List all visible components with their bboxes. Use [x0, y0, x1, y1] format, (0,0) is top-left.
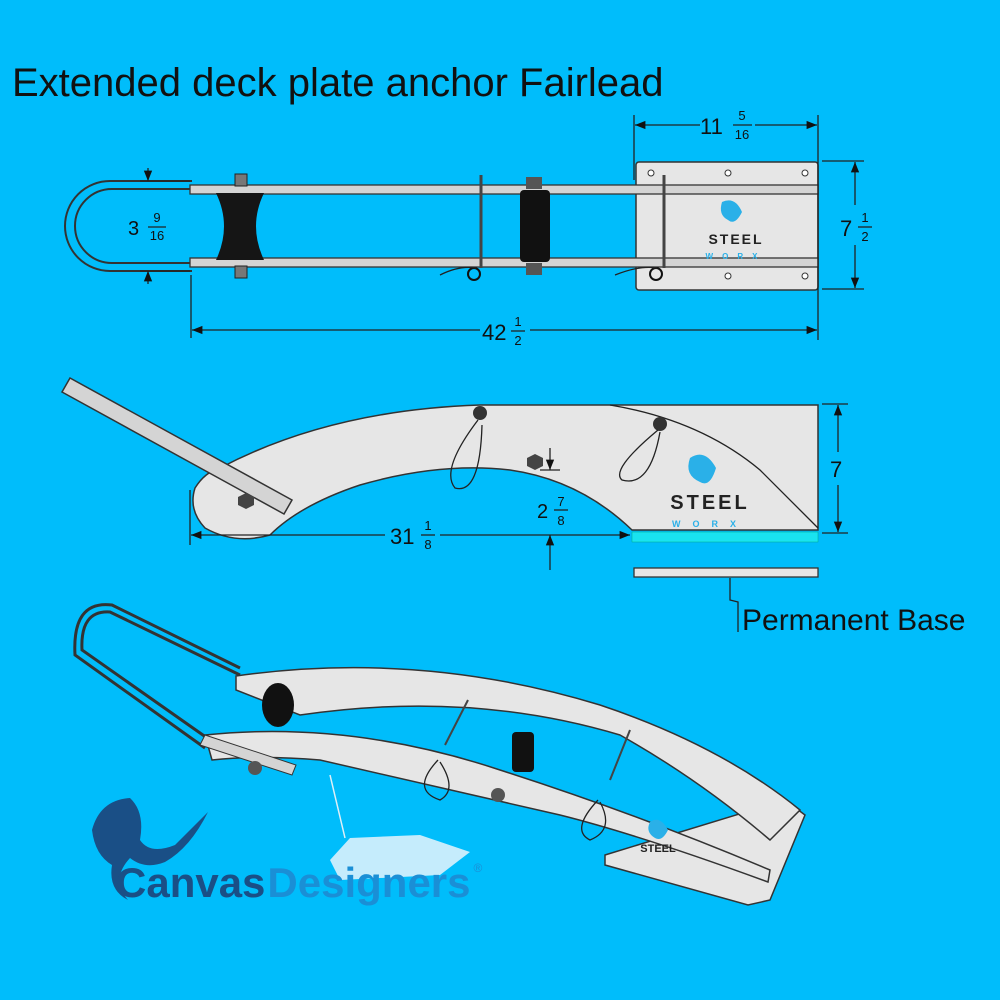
brand-line1-iso: STEEL — [640, 843, 676, 855]
dim-plate-width-whole: 7 — [840, 216, 852, 241]
lanyard — [450, 419, 661, 490]
dim-overall-num: 1 — [514, 314, 521, 329]
dim-side-length-num: 1 — [424, 518, 431, 533]
page-title: Extended deck plate anchor Fairlead — [12, 61, 664, 105]
dim-plate-length-den: 16 — [735, 127, 749, 142]
dim-width-whole: 3 — [128, 218, 139, 240]
nut-upper — [234, 173, 248, 187]
brand-line2-side: WORX — [672, 519, 748, 529]
permanent-base-label: Permanent Base — [742, 604, 965, 637]
steelworx-logo-iso: STEEL — [640, 819, 676, 855]
brand-line2-top: WORX — [706, 252, 767, 261]
base-highlight — [631, 531, 819, 543]
dim-width-den: 16 — [150, 228, 164, 243]
steelworx-logo-top: STEEL WORX — [706, 200, 767, 261]
dim-plate-length-whole: 11 — [700, 114, 723, 139]
dim-width: 3 9 16 — [128, 168, 190, 284]
roller-icon — [216, 193, 264, 260]
dim-arch-whole: 2 — [537, 501, 548, 523]
top-view: STEEL WORX 3 9 16 11 5 16 7 1 — [64, 108, 872, 348]
sailfish-icon — [688, 454, 716, 484]
dim-width-num: 9 — [153, 210, 160, 225]
nut-lower — [234, 265, 248, 279]
iso-loop — [73, 603, 241, 750]
rail-upper — [189, 184, 819, 195]
iso-plate-front — [204, 730, 771, 884]
plate-holes — [647, 169, 809, 280]
logo-word-designers: Designers — [267, 859, 470, 906]
dim-side-length-whole: 31 — [390, 524, 414, 549]
canvasdesigners-logo: Canvas Designers ® — [92, 774, 483, 906]
iso-plate-back — [235, 666, 802, 842]
dim-plate-width: 7 1 2 — [822, 160, 872, 290]
logo-word-canvas: Canvas — [116, 859, 265, 906]
dim-side-length: 31 1 8 — [189, 490, 630, 552]
dim-overall-length: 42 1 2 — [190, 275, 817, 348]
dim-overall-whole: 42 — [482, 320, 506, 345]
side-view: STEEL WORX Permanent Base 7 31 1 8 2 7 — [60, 376, 965, 637]
dim-plate-length: 11 5 16 — [633, 108, 819, 340]
dim-height: 7 — [822, 403, 848, 534]
brand-line1-side: STEEL — [670, 492, 749, 514]
dim-height-whole: 7 — [830, 457, 842, 482]
arm — [60, 376, 294, 516]
dim-arch-num: 7 — [557, 494, 564, 509]
sailfish-logo-icon — [92, 798, 208, 900]
dim-plate-width-den: 2 — [861, 229, 868, 244]
sailfish-icon — [720, 200, 742, 222]
isometric-view: STEEL — [73, 603, 806, 906]
cylinder-roller — [520, 190, 550, 262]
logo-registered-mark: ® — [474, 861, 483, 875]
dim-side-length-den: 8 — [424, 537, 431, 552]
boat-icon — [330, 835, 470, 880]
brand-line1-top: STEEL — [708, 231, 763, 247]
dim-overall-den: 2 — [514, 333, 521, 348]
u-loop — [64, 180, 192, 272]
permanent-base — [633, 567, 819, 578]
dim-plate-width-num: 1 — [861, 210, 868, 225]
dim-arch: 2 7 8 — [537, 448, 568, 570]
dim-plate-length-num: 5 — [738, 108, 745, 123]
sailfish-icon — [648, 819, 668, 839]
steelworx-logo-side: STEEL WORX — [670, 454, 749, 529]
dim-arch-den: 8 — [557, 513, 564, 528]
side-plate — [192, 404, 819, 540]
